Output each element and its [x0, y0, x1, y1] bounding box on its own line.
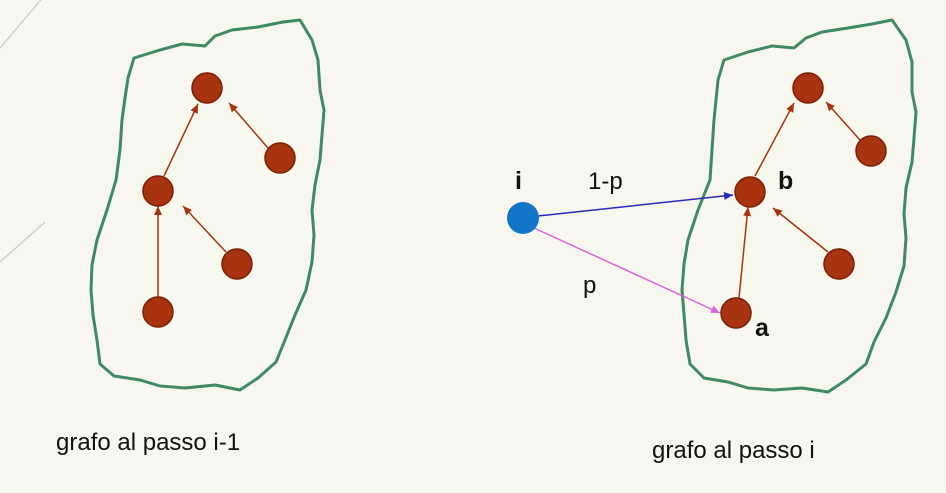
left-edge-right-to-mid [182, 205, 227, 253]
decor-line-bottom [0, 221, 46, 263]
new-node-i [507, 202, 539, 234]
right-node-right-top [855, 135, 887, 167]
edge-i-to-a [533, 227, 721, 314]
right-node-right-bottom [823, 248, 855, 280]
right-graph-caption: grafo al passo i [652, 437, 815, 464]
right-edge-b-to-top [754, 102, 795, 177]
left-node-mid [142, 175, 174, 207]
left-node-bottom [142, 296, 174, 328]
left-edge-right-to-top [228, 102, 269, 149]
right-node-top [792, 72, 824, 104]
edge-i-to-b [537, 191, 734, 217]
right-node-a [720, 297, 752, 329]
left-graph-caption: grafo al passo i-1 [56, 429, 240, 456]
left-node-right-top [264, 142, 296, 174]
right-graph-region [680, 18, 918, 394]
new-node-label: i [515, 167, 522, 195]
edge-label-one-minus-p: 1-p [588, 168, 623, 195]
decor-line-top [0, 0, 42, 49]
node-label-a: a [755, 314, 770, 342]
left-edge-mid-to-top [163, 103, 199, 177]
left-graph-region [89, 18, 326, 392]
node-label-b: b [778, 167, 793, 195]
right-node-b [734, 176, 766, 208]
right-edge-a-to-b [738, 206, 752, 299]
left-graph [89, 18, 326, 392]
new-node-group: i 1-p p [507, 167, 734, 314]
right-edge-right-to-b [772, 207, 829, 253]
edge-label-p: p [583, 272, 596, 299]
left-node-top [191, 72, 223, 104]
left-node-right-bottom [221, 248, 253, 280]
right-edge-right-to-top [825, 101, 861, 141]
right-graph: b a [680, 18, 918, 394]
